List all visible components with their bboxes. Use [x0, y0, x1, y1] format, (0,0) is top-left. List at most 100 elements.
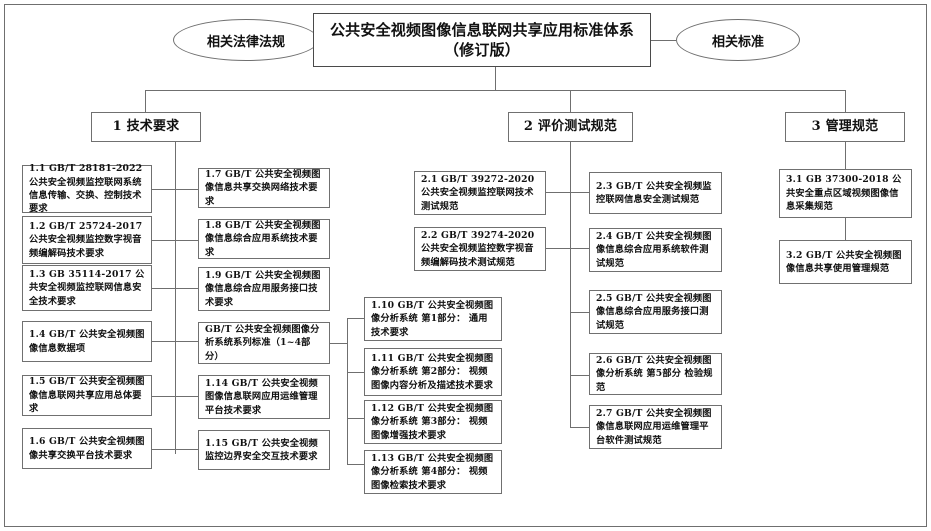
node-1-5[interactable]: 1.5 GB/T 公共安全视频图像信息联网共享应用总体要求	[22, 375, 152, 416]
node-branch-1-tech-requirements[interactable]: 1 技术要求	[91, 112, 201, 142]
node-2-7-label: 2.7 GB/T 公共安全视频图像信息联网应用运维管理平台软件测试规范	[596, 407, 712, 446]
node-1-10-label: 1.10 GB/T 公共安全视频图像分析系统 第1部分： 通用技术要求	[371, 299, 494, 338]
connector-subtrunk-analysis	[347, 318, 348, 464]
node-1-11[interactable]: 1.11 GB/T 公共安全视频图像分析系统 第2部分： 视频图像内容分析及描述…	[364, 348, 502, 396]
node-1-1-label: 1.1 GB/T 28181-2022 公共安全视频监控联网系统信息传输、交换、…	[29, 163, 143, 215]
connector-rib-3-4	[347, 464, 364, 465]
node-2-5-label: 2.5 GB/T 公共安全视频图像信息综合应用服务接口测试规范	[596, 292, 712, 331]
connector-rib-e2-2	[570, 248, 589, 249]
node-1-12[interactable]: 1.12 GB/T 公共安全视频图像分析系统 第3部分： 视频图像增强技术要求	[364, 400, 502, 444]
connector-rib-2-1	[175, 189, 198, 190]
diagram-outer-frame	[4, 4, 927, 527]
node-3-1-label: 3.1 GB 37300-2018 公共安全重点区域视频图像信息采集规范	[786, 174, 902, 213]
node-branch-2-evaluation-specs[interactable]: 2 评价测试规范	[508, 112, 633, 142]
connector-rib-2-4	[175, 341, 198, 342]
node-1-7-label: 1.7 GB/T 公共安全视频图像信息共享交换网络技术要求	[205, 168, 321, 207]
node-2-6-label: 2.6 GB/T 公共安全视频图像分析系统 第5部分 检验规范	[596, 354, 713, 393]
connector-series-to-subtrunk	[330, 343, 347, 344]
node-related-standards[interactable]: 相关标准	[676, 19, 800, 61]
connector-rib-1-4	[152, 341, 176, 342]
connector-rib-e1-2	[546, 248, 571, 249]
node-2-1[interactable]: 2.1 GB/T 39272-2020 公共安全视频监控联网技术测试规范	[414, 171, 546, 215]
node-1-10[interactable]: 1.10 GB/T 公共安全视频图像分析系统 第1部分： 通用技术要求	[364, 297, 502, 341]
node-1-4[interactable]: 1.4 GB/T 公共安全视频图像信息数据项	[22, 321, 152, 362]
connector-rib-1-2	[152, 240, 176, 241]
node-root-title-line2: （修订版）	[443, 41, 520, 59]
node-2-4[interactable]: 2.4 GB/T 公共安全视频图像信息综合应用系统软件测试规范	[589, 228, 722, 272]
node-branch-3-management-specs[interactable]: 3 管理规范	[785, 112, 905, 142]
node-1-14[interactable]: 1.14 GB/T 公共安全视频图像信息联网应用运维管理平台技术要求	[198, 375, 330, 419]
node-related-laws[interactable]: 相关法律法规	[173, 19, 319, 61]
connector-rib-1-3	[152, 288, 176, 289]
node-1-12-label: 1.12 GB/T 公共安全视频图像分析系统 第3部分： 视频图像增强技术要求	[371, 402, 494, 441]
node-1-2[interactable]: 1.2 GB/T 25724-2017 公共安全视频监控数字视音频编解码技术要求	[22, 216, 152, 264]
node-1-6[interactable]: 1.6 GB/T 公共安全视频图像共享交换平台技术要求	[22, 428, 152, 469]
node-1-4-label: 1.4 GB/T 公共安全视频图像信息数据项	[29, 329, 145, 354]
node-1-15[interactable]: 1.15 GB/T 公共安全视频监控边界安全交互技术要求	[198, 430, 330, 470]
node-2-5[interactable]: 2.5 GB/T 公共安全视频图像信息综合应用服务接口测试规范	[589, 290, 722, 334]
node-1-8[interactable]: 1.8 GB/T 公共安全视频图像信息综合应用系统技术要求	[198, 219, 330, 259]
connector-rib-e2-1	[570, 192, 589, 193]
node-1-15-label: 1.15 GB/T 公共安全视频监控边界安全交互技术要求	[205, 437, 318, 462]
node-1-9-label: 1.9 GB/T 公共安全视频图像信息综合应用服务接口技术要求	[205, 269, 321, 308]
node-1-11-label: 1.11 GB/T 公共安全视频图像分析系统 第2部分： 视频图像内容分析及描述…	[371, 352, 494, 391]
connector-top-distribution-bar	[145, 90, 845, 91]
node-1-14-label: 1.14 GB/T 公共安全视频图像信息联网应用运维管理平台技术要求	[205, 377, 318, 416]
connector-rib-e2-3	[570, 312, 589, 313]
node-2-1-label: 2.1 GB/T 39272-2020 公共安全视频监控联网技术测试规范	[421, 173, 535, 212]
node-1-3-label: 1.3 GB 35114-2017 公共安全视频监控联网信息安全技术要求	[29, 268, 145, 307]
node-2-2[interactable]: 2.2 GB/T 39274-2020 公共安全视频监控数字视音频编解码技术测试…	[414, 227, 546, 271]
node-1-series-analysis[interactable]: GB/T 公共安全视频图像分析系统系列标准（1~4部分）	[198, 322, 330, 364]
node-1-5-label: 1.5 GB/T 公共安全视频图像信息联网共享应用总体要求	[29, 376, 145, 415]
node-root-title[interactable]: 公共安全视频图像信息联网共享应用标准体系 （修订版）	[313, 13, 651, 67]
node-1-9[interactable]: 1.9 GB/T 公共安全视频图像信息综合应用服务接口技术要求	[198, 267, 330, 311]
connector-3-1-to-3-2	[845, 218, 846, 240]
connector-drop-branch-3	[845, 90, 846, 113]
node-root-title-text: 公共安全视频图像信息联网共享应用标准体系 （修订版）	[314, 20, 650, 61]
connector-rib-e2-5	[570, 427, 589, 428]
connector-rib-1-1	[152, 189, 176, 190]
node-3-2[interactable]: 3.2 GB/T 公共安全视频图像信息共享使用管理规范	[779, 240, 912, 284]
node-related-standards-label: 相关标准	[711, 34, 764, 50]
connector-branch-3-to-3-1	[845, 142, 846, 169]
node-1-1[interactable]: 1.1 GB/T 28181-2022 公共安全视频监控联网系统信息传输、交换、…	[22, 163, 152, 215]
node-1-13[interactable]: 1.13 GB/T 公共安全视频图像分析系统 第4部分： 视频图像检索技术要求	[364, 450, 502, 494]
node-1-7[interactable]: 1.7 GB/T 公共安全视频图像信息共享交换网络技术要求	[198, 168, 330, 208]
node-root-title-line1: 公共安全视频图像信息联网共享应用标准体系	[329, 20, 634, 39]
node-2-3-label: 2.3 GB/T 公共安全视频监控联网信息安全测试规范	[596, 180, 712, 205]
node-1-8-label: 1.8 GB/T 公共安全视频图像信息综合应用系统技术要求	[205, 219, 321, 258]
connector-root-stem	[495, 67, 496, 90]
connector-branch-1-trunk	[175, 142, 176, 454]
connector-rib-2-6	[175, 449, 198, 450]
node-1-series-analysis-label: GB/T 公共安全视频图像分析系统系列标准（1~4部分）	[205, 323, 320, 362]
node-1-2-label: 1.2 GB/T 25724-2017 公共安全视频监控数字视音频编解码技术要求	[29, 220, 143, 259]
node-3-1[interactable]: 3.1 GB 37300-2018 公共安全重点区域视频图像信息采集规范	[779, 169, 912, 218]
node-2-2-label: 2.2 GB/T 39274-2020 公共安全视频监控数字视音频编解码技术测试…	[421, 229, 535, 268]
node-1-3[interactable]: 1.3 GB 35114-2017 公共安全视频监控联网信息安全技术要求	[22, 265, 152, 311]
node-branch-3-label: 3 管理规范	[811, 119, 879, 135]
connector-rib-3-1	[347, 318, 364, 319]
connector-rib-3-3	[347, 418, 364, 419]
node-branch-2-label: 2 评价测试规范	[523, 119, 618, 135]
node-related-laws-label: 相关法律法规	[206, 34, 285, 50]
connector-rib-1-5	[152, 396, 176, 397]
connector-drop-branch-2	[570, 90, 571, 113]
node-branch-1-label: 1 技术要求	[112, 119, 180, 135]
connector-rib-2-5	[175, 396, 198, 397]
node-2-6[interactable]: 2.6 GB/T 公共安全视频图像分析系统 第5部分 检验规范	[589, 353, 722, 395]
node-1-13-label: 1.13 GB/T 公共安全视频图像分析系统 第4部分： 视频图像检索技术要求	[371, 452, 494, 491]
node-2-3[interactable]: 2.3 GB/T 公共安全视频监控联网信息安全测试规范	[589, 172, 722, 214]
connector-rib-1-6	[152, 449, 176, 450]
connector-rib-3-2	[347, 372, 364, 373]
connector-rib-2-3	[175, 288, 198, 289]
connector-branch-2-trunk	[570, 142, 571, 427]
connector-rib-2-2	[175, 240, 198, 241]
node-2-4-label: 2.4 GB/T 公共安全视频图像信息综合应用系统软件测试规范	[596, 230, 712, 269]
node-2-7[interactable]: 2.7 GB/T 公共安全视频图像信息联网应用运维管理平台软件测试规范	[589, 405, 722, 449]
connector-rib-e2-4	[570, 375, 589, 376]
node-1-6-label: 1.6 GB/T 公共安全视频图像共享交换平台技术要求	[29, 436, 145, 461]
connector-rib-e1-1	[546, 192, 571, 193]
connector-standards-root-link	[651, 40, 676, 41]
node-3-2-label: 3.2 GB/T 公共安全视频图像信息共享使用管理规范	[786, 249, 902, 274]
